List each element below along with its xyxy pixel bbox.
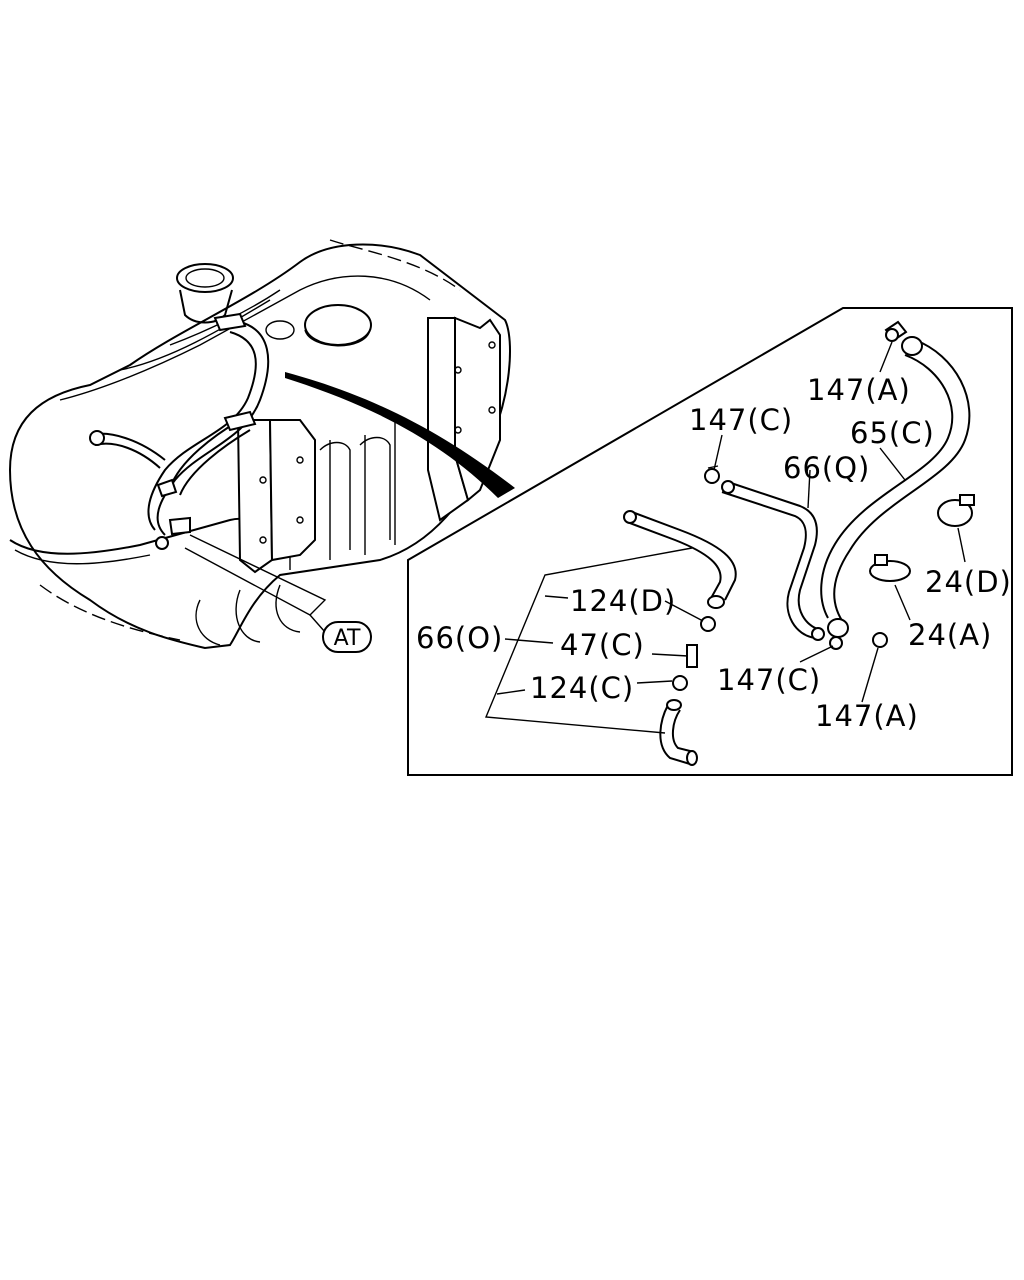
label-147c-bottom: 147(C) — [717, 663, 821, 697]
clamp-124d — [700, 616, 716, 632]
clamp-24d — [937, 494, 975, 527]
callout-at: AT — [322, 621, 372, 653]
clamp-147c-top — [704, 465, 720, 484]
label-24a: 24(A) — [908, 618, 992, 652]
clamp-24a — [869, 554, 911, 582]
detail-arrow — [285, 372, 515, 498]
tank-vent-hose — [147, 312, 270, 550]
clamp-124c — [672, 675, 688, 691]
label-147a-bottom: 147(A) — [815, 699, 919, 733]
hose-66q — [721, 480, 825, 641]
clamp-147a-top — [884, 320, 908, 342]
mounting-bracket-right — [427, 316, 501, 522]
hose-65c — [820, 336, 971, 638]
detail-inset: 147(A) 147(C) 65(C) 66(Q) 24(D) 124(D) 6… — [407, 307, 1013, 776]
hose-66o — [623, 510, 737, 766]
label-124d: 124(D) — [570, 584, 676, 618]
label-66q: 66(Q) — [783, 451, 870, 485]
clamp-147a-bottom — [872, 632, 888, 648]
label-65c: 65(C) — [850, 416, 935, 450]
label-147c-top: 147(C) — [689, 403, 793, 437]
label-124c: 124(C) — [530, 671, 634, 705]
label-147a-top: 147(A) — [807, 373, 911, 407]
label-24d: 24(D) — [925, 565, 1012, 599]
label-47c: 47(C) — [560, 628, 645, 662]
mounting-bracket-left — [236, 419, 316, 574]
callout-at-label: AT — [334, 626, 361, 651]
label-66o: 66(O) — [416, 621, 503, 655]
